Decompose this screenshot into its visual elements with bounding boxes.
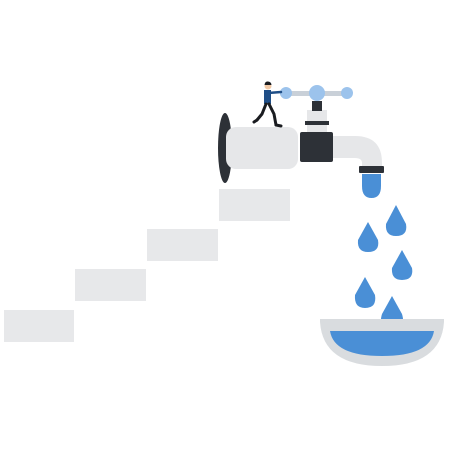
figure-leg-front	[267, 102, 278, 127]
faucet-pipe	[226, 127, 298, 169]
businessman-figure	[252, 81, 283, 128]
water-drop-3	[391, 250, 413, 280]
faucet-spout	[333, 136, 382, 167]
faucet-valve-cap	[312, 101, 322, 111]
stair-step-3	[147, 229, 218, 261]
staircase	[4, 189, 290, 342]
faucet-valve-ring	[305, 121, 329, 125]
water-drop-2	[357, 222, 379, 252]
handle-knob-left	[280, 87, 292, 99]
figure-torso	[264, 90, 271, 104]
faucet	[218, 101, 384, 183]
figure-shoe-back	[252, 118, 259, 124]
water-bowl	[320, 319, 444, 366]
figure-hair	[264, 81, 272, 85]
stair-step-4	[219, 189, 290, 221]
figure-leg-back	[255, 102, 268, 122]
water-drop-stream	[362, 174, 381, 198]
faucet-valve-block	[300, 132, 333, 162]
bowl-water	[330, 331, 434, 356]
water-drop-5	[381, 296, 403, 321]
faucet-handle	[280, 85, 353, 101]
stair-step-1	[4, 310, 74, 342]
figure-shoe-front	[274, 123, 283, 128]
water-drops	[354, 174, 413, 321]
faucet-spout-tip	[359, 166, 384, 173]
handle-knob-center	[309, 85, 325, 101]
water-drop-1	[385, 205, 407, 236]
stair-step-2	[75, 269, 146, 301]
water-drop-4	[354, 277, 376, 308]
handle-knob-right	[341, 87, 353, 99]
